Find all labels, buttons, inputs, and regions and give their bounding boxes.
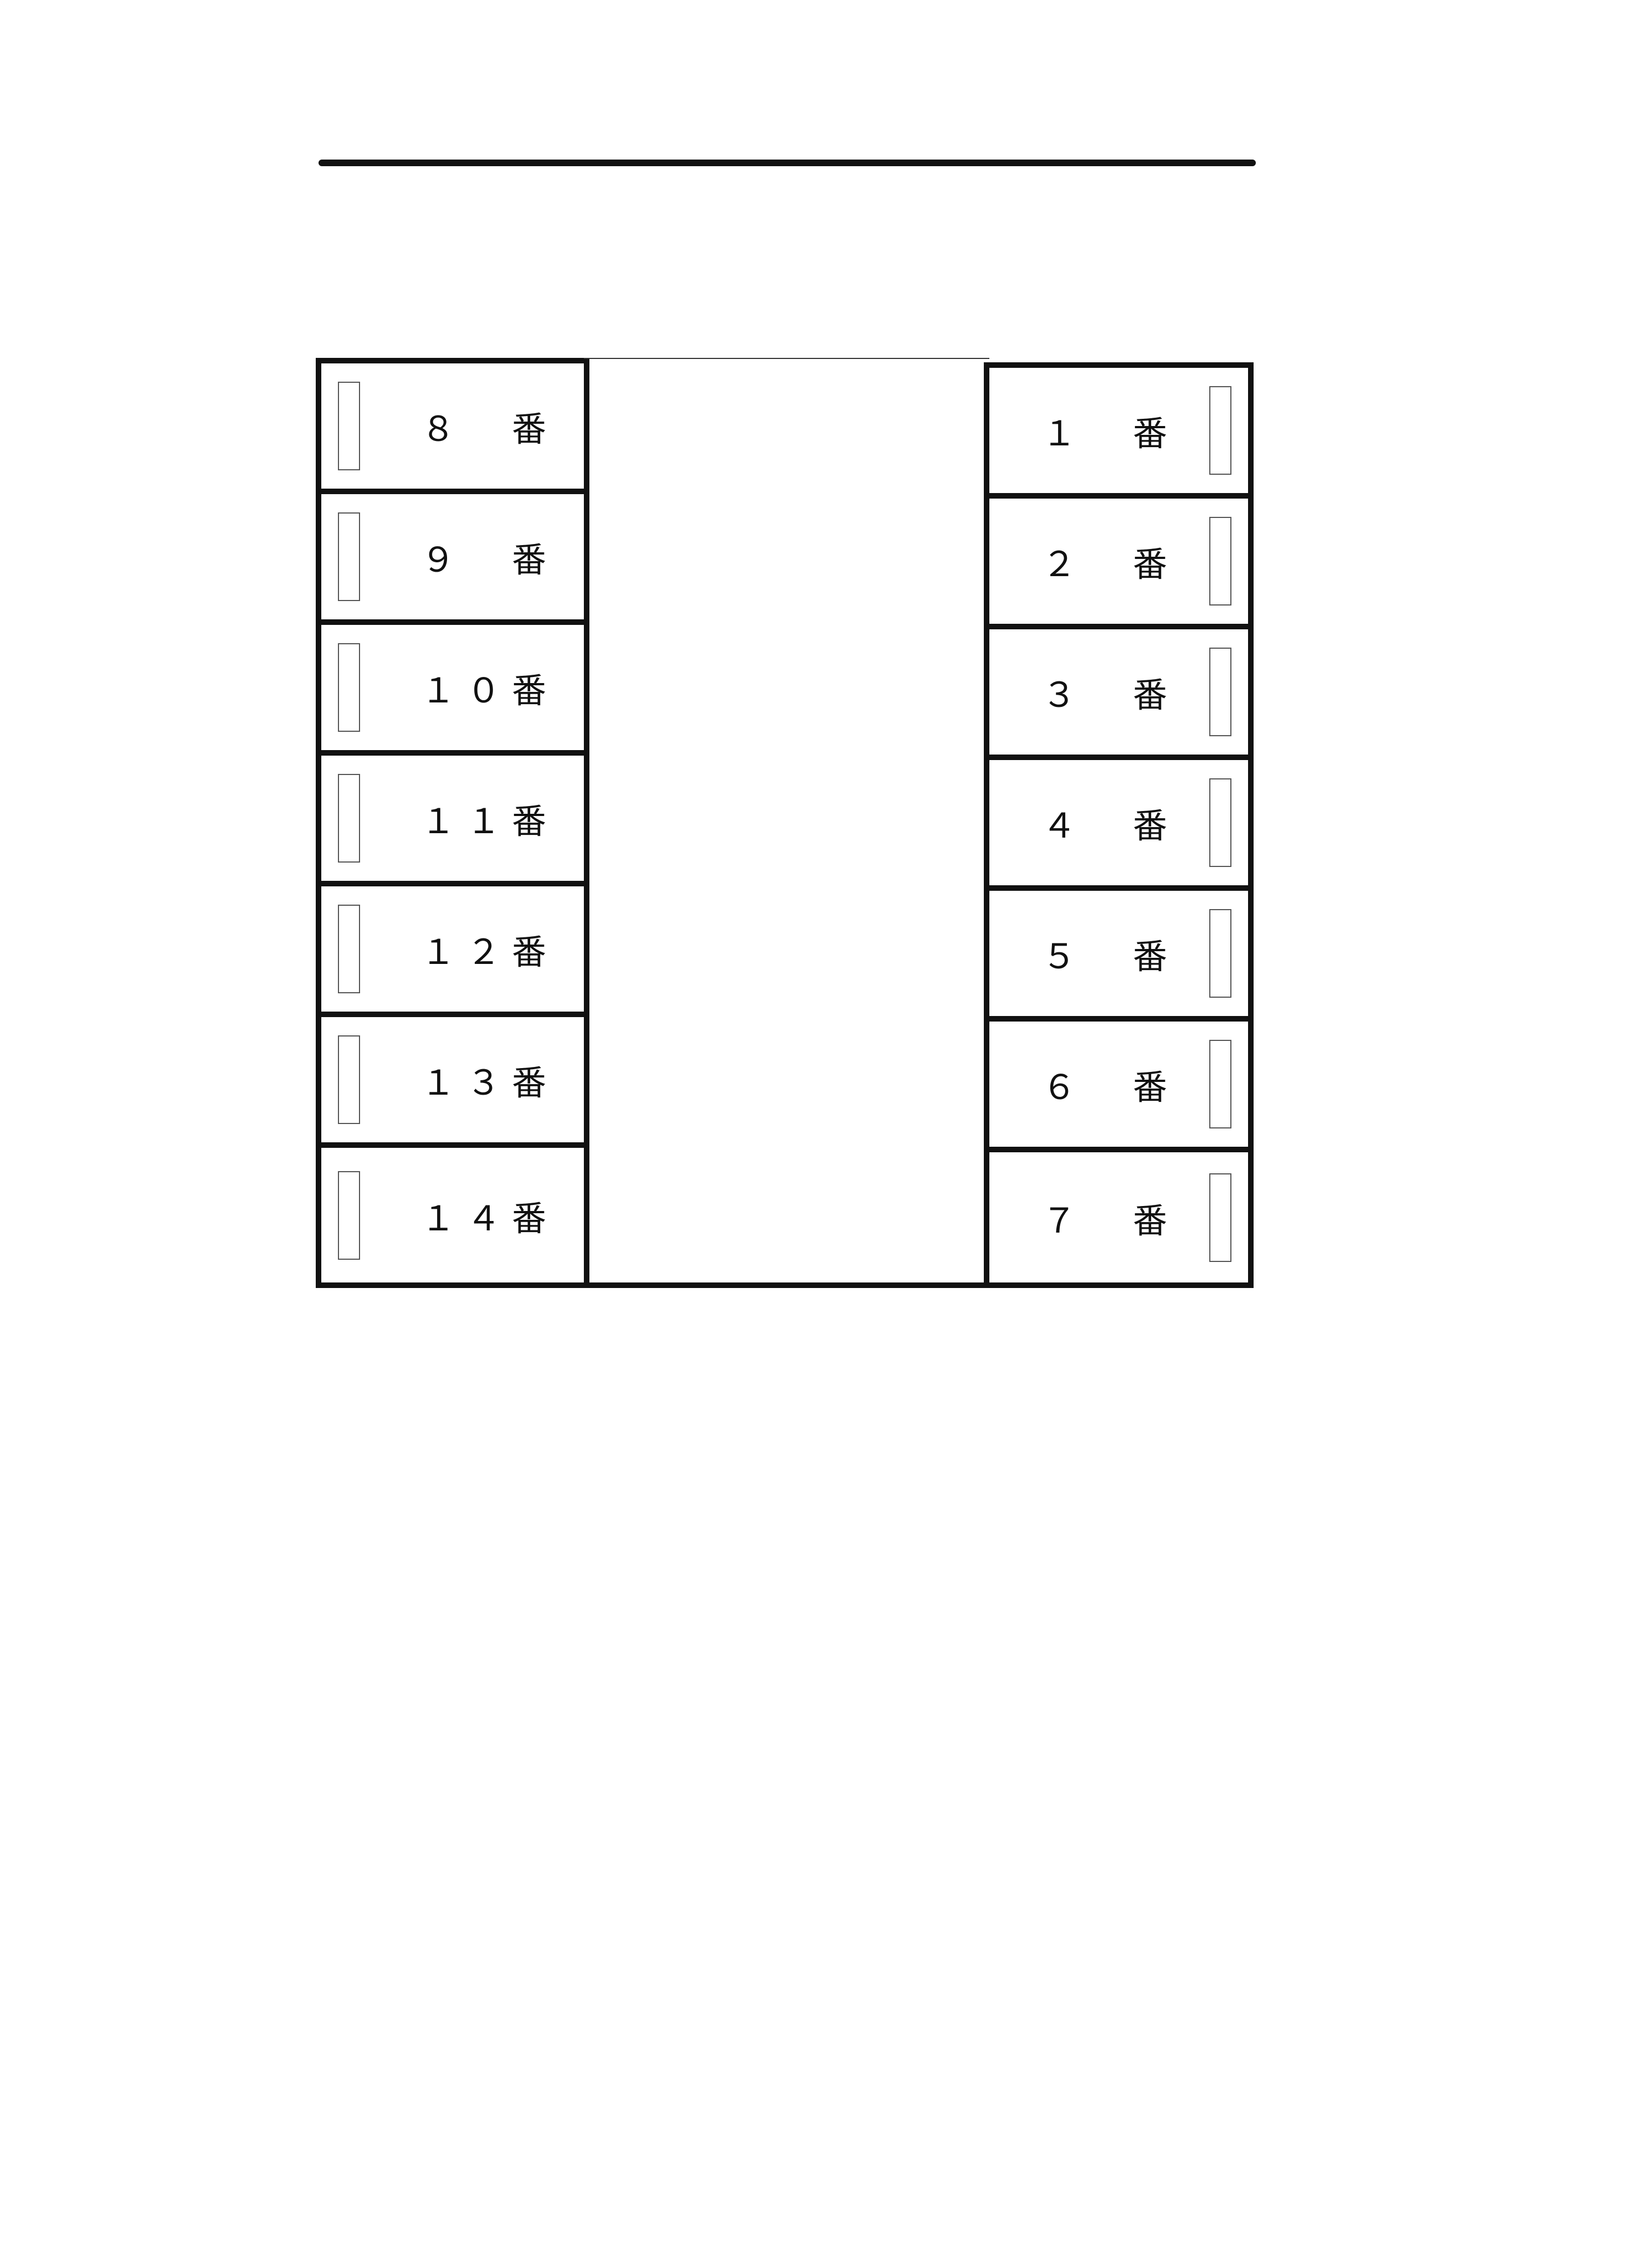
stall-label: ２ 番 [1042,544,1179,584]
stall-marker [1209,909,1231,998]
stall-label: １２番 [421,932,558,972]
stall-label: １４番 [421,1198,558,1239]
stall-5: ５ 番 [984,885,1254,1022]
stall-14: １４番 [316,1142,589,1288]
stall-label: ７ 番 [1042,1200,1179,1241]
stall-label: ８ 番 [421,409,558,449]
stall-marker [1209,1040,1231,1128]
stall-6: ６ 番 [984,1016,1254,1152]
stall-label: １０番 [421,670,558,711]
stall-marker [338,382,360,470]
stall-9: ９ 番 [316,489,589,625]
stall-4: ４ 番 [984,755,1254,891]
stall-label: １ 番 [1042,413,1179,454]
stall-marker [338,905,360,993]
stall-label: ９ 番 [421,540,558,580]
stall-marker [1209,386,1231,475]
stall-column-right: １ 番 ２ 番 ３ 番 ４ 番 ５ 番 ６ 番 ７ 番 [984,358,1254,1288]
stall-marker [338,1171,360,1260]
stall-marker [1209,648,1231,736]
stall-marker [1209,778,1231,867]
stall-label: ６ 番 [1042,1067,1179,1107]
stall-10: １０番 [316,619,589,756]
stall-marker [338,774,360,863]
driving-aisle: N [584,358,1107,1288]
stall-7: ７ 番 [984,1147,1254,1288]
stall-marker [338,512,360,601]
stall-label: ５ 番 [1042,936,1179,977]
stall-marker [1209,1173,1231,1262]
stall-1: １ 番 [984,362,1254,499]
stall-label: ３ 番 [1042,675,1179,715]
stall-8: ８ 番 [316,358,589,494]
parking-lot-map: ８ 番 ９ 番 １０番 １１番 １２番 １３番 １４番 [316,358,1254,1288]
stall-label: １３番 [421,1063,558,1103]
stall-label: ４ 番 [1042,805,1179,846]
stall-label: １１番 [421,801,558,841]
stall-2: ２ 番 [984,493,1254,629]
stall-13: １３番 [316,1012,589,1148]
stall-12: １２番 [316,881,589,1017]
stall-marker [338,1035,360,1124]
stall-marker [1209,517,1231,606]
top-rule [319,160,1256,166]
stall-11: １１番 [316,750,589,886]
stall-column-left: ８ 番 ９ 番 １０番 １１番 １２番 １３番 １４番 [316,358,589,1288]
stall-marker [338,643,360,732]
stall-3: ３ 番 [984,624,1254,760]
